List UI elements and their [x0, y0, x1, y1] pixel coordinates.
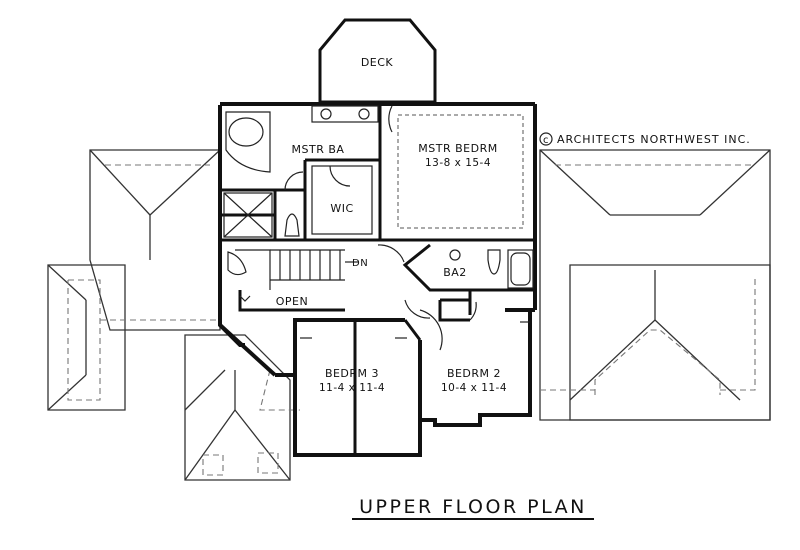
roof-right	[539, 149, 771, 421]
bedroom-2: BEDRM 2 10-4 x 11-4	[441, 321, 530, 394]
stair: DN	[227, 249, 368, 302]
bath2: BA2	[443, 249, 534, 289]
master-bedroom: MSTR BEDRM 13-8 x 15-4	[388, 105, 524, 229]
ba2-label: BA2	[443, 266, 467, 279]
house-walls	[218, 102, 537, 457]
plan-title-text: UPPER FLOOR PLAN	[359, 496, 587, 518]
mstr-bedrm-dims: 13-8 x 15-4	[425, 157, 491, 169]
copyright-note: c ARCHITECTS NORTHWEST INC.	[539, 132, 751, 146]
open-label: OPEN	[276, 295, 308, 308]
copyright-text: ARCHITECTS NORTHWEST INC.	[557, 133, 751, 146]
deck: DECK	[318, 18, 437, 104]
deck-label: DECK	[361, 56, 394, 69]
interior-walls	[222, 104, 535, 455]
bedrm3-label: BEDRM 3	[325, 367, 379, 380]
bedrm2-dims: 10-4 x 11-4	[441, 382, 507, 394]
bedrm3-dims: 11-4 x 11-4	[319, 382, 385, 394]
stair-down-label: DN	[352, 258, 368, 269]
mstr-ba-label: MSTR BA	[292, 143, 345, 156]
plan-title: UPPER FLOOR PLAN	[352, 496, 594, 520]
bedroom-3: BEDRM 3 11-4 x 11-4	[300, 337, 407, 394]
roof-left	[47, 149, 300, 481]
copyright-symbol: c	[543, 135, 549, 146]
mstr-bedrm-label: MSTR BEDRM	[418, 142, 497, 155]
wic-label: WIC	[330, 202, 353, 215]
hall-doors	[377, 244, 477, 351]
wic-closet: WIC	[311, 165, 373, 235]
master-bath-fixtures	[223, 105, 379, 238]
bedrm2-label: BEDRM 2	[447, 367, 501, 380]
